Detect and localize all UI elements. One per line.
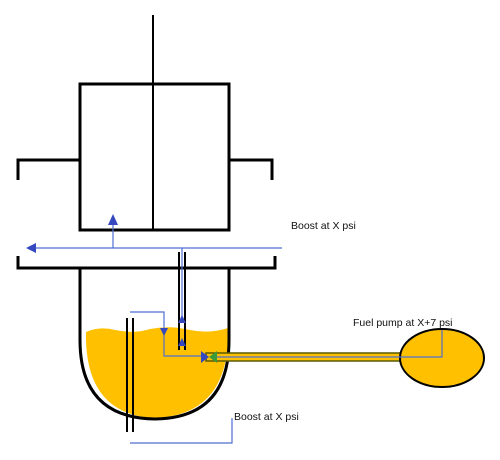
small-up-arrow-icon-2 <box>178 338 186 346</box>
arrow-icons <box>26 214 186 346</box>
upper-housing <box>16 15 274 232</box>
valve-icon <box>201 351 217 363</box>
up-arrow-icon <box>108 214 118 225</box>
fuel-level <box>86 327 228 418</box>
fuel-pump <box>399 328 485 388</box>
fuel-pump-label: Fuel pump at X+7 psi <box>353 317 453 329</box>
reference-tubes <box>126 252 186 432</box>
boost-bottom-label: Boost at X psi <box>234 411 299 423</box>
down-arrow-icon <box>160 328 168 336</box>
boost-top-label: Boost at X psi <box>291 220 356 232</box>
small-up-arrow-icon <box>178 315 186 323</box>
left-arrow-icon <box>26 243 36 253</box>
fuel-reservoir <box>16 256 277 421</box>
